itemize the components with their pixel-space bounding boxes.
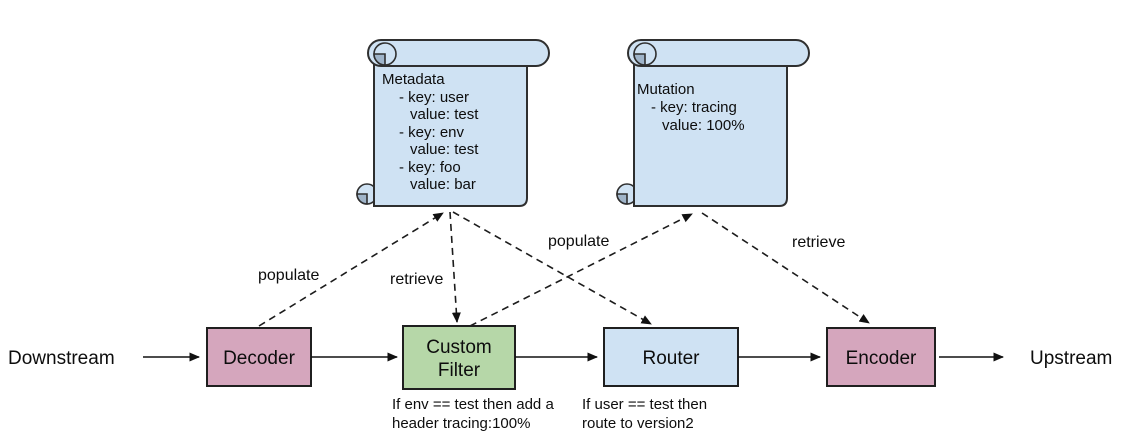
scroll-top-curl-shade bbox=[373, 53, 386, 66]
upstream-label: Upstream bbox=[1030, 348, 1112, 369]
custom-filter-caption-line1: If env == test then add a bbox=[392, 396, 554, 413]
scroll-top-roll bbox=[627, 39, 810, 67]
encoder-box bbox=[826, 327, 936, 387]
router-caption-line2: route to version2 bbox=[582, 415, 694, 432]
edge-label-populate-metadata: populate bbox=[258, 267, 319, 284]
edge-label-retrieve-mutation: retrieve bbox=[792, 234, 845, 251]
node-custom-filter: Custom Filter bbox=[402, 325, 516, 390]
scroll-top-roll bbox=[367, 39, 550, 67]
scroll-body bbox=[373, 54, 528, 207]
downstream-label: Downstream bbox=[8, 348, 115, 369]
scroll-bottom-curl-shade bbox=[616, 193, 628, 205]
scroll-line: - key: user bbox=[399, 89, 469, 106]
decoder-label: Decoder bbox=[223, 348, 295, 369]
scroll-line: value: bar bbox=[410, 176, 476, 193]
scroll-mutation: Mutation - key: tracing value: 100% bbox=[616, 39, 810, 207]
scroll-line: value: test bbox=[410, 106, 479, 123]
scroll-line: value: 100% bbox=[662, 117, 745, 134]
edge-custom-filter-to-mutation bbox=[469, 213, 693, 327]
router-caption-line1: If user == test then bbox=[582, 396, 707, 413]
router-box bbox=[603, 327, 739, 387]
scroll-title: Metadata bbox=[382, 71, 445, 88]
custom-filter-caption-line2: header tracing:100% bbox=[392, 415, 530, 432]
scroll-line: - key: env bbox=[399, 124, 465, 141]
scroll-metadata: Metadata - key: user value: test - key: … bbox=[356, 39, 550, 207]
edge-mutation-to-encoder bbox=[701, 212, 870, 324]
node-encoder: Encoder bbox=[826, 327, 936, 387]
node-captions: If env == test then add a header tracing… bbox=[392, 396, 707, 432]
flow-row: Downstream Decoder Custom Filter Router … bbox=[8, 325, 1112, 390]
edge-label-retrieve-metadata: retrieve bbox=[390, 271, 443, 288]
scroll-line: - key: foo bbox=[399, 159, 461, 176]
custom-filter-label-line2: Filter bbox=[438, 360, 481, 381]
scroll-line: value: test bbox=[410, 141, 479, 158]
edge-metadata-to-custom-filter bbox=[449, 211, 461, 323]
router-label: Router bbox=[642, 348, 700, 369]
scroll-line: - key: tracing bbox=[651, 99, 737, 116]
node-router: Router bbox=[603, 327, 739, 387]
scroll-body bbox=[633, 54, 788, 207]
edge-metadata-to-router bbox=[452, 211, 652, 325]
edge-label-populate-mutation: populate bbox=[548, 233, 609, 250]
annotation-edges: populate retrieve populate retrieve bbox=[258, 211, 870, 327]
scroll-top-curl-shade bbox=[633, 53, 646, 66]
scroll-title: Mutation bbox=[637, 81, 695, 98]
scroll-bottom-curl-shade bbox=[356, 193, 368, 205]
encoder-label: Encoder bbox=[846, 348, 917, 369]
node-decoder: Decoder bbox=[206, 327, 312, 387]
custom-filter-label-line1: Custom bbox=[426, 337, 491, 358]
